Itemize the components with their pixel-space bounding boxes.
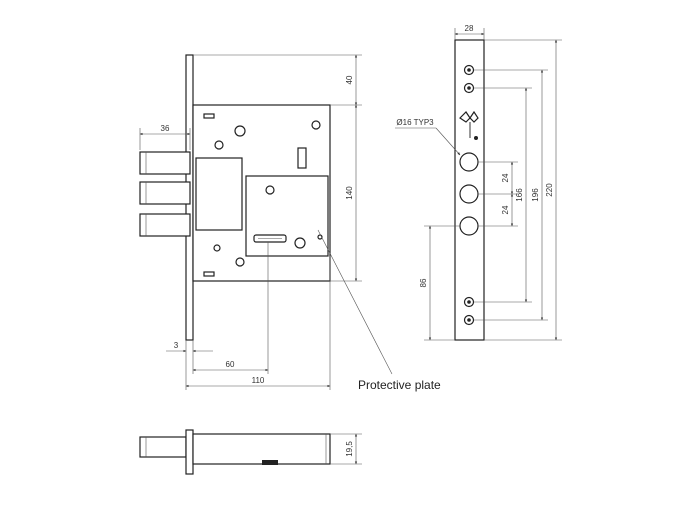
- bolt-2: [139, 181, 191, 205]
- hole: [265, 185, 275, 195]
- dim-28: 28: [465, 24, 474, 33]
- vertical-slot: [297, 147, 307, 169]
- dim-36: 36: [161, 124, 170, 133]
- protective-plate-label: Protective plate: [358, 378, 441, 392]
- dim-24-b: 24: [501, 205, 510, 214]
- dim-86: 86: [419, 278, 428, 287]
- dim-140: 140: [345, 186, 354, 200]
- logo-mark: [459, 110, 479, 140]
- dim-19-5: 19,5: [345, 441, 354, 457]
- front-dimensions: 36 40 140 3 60 110 Protective plate: [139, 54, 441, 392]
- dim-220: 220: [545, 183, 554, 197]
- bolt-hole-2: [459, 184, 479, 204]
- dim-196: 196: [531, 188, 540, 202]
- bolt-3: [139, 213, 191, 237]
- faceplate-top: [185, 429, 194, 475]
- bolt-top: [139, 436, 187, 458]
- dim-60: 60: [226, 360, 235, 369]
- hole: [311, 120, 321, 130]
- dim-3: 3: [174, 341, 179, 350]
- protective-plate: [245, 175, 329, 257]
- bolt-hole-3: [459, 216, 479, 236]
- dim-166: 166: [515, 188, 524, 202]
- protective-plate-leader: [317, 229, 393, 375]
- case-top: [192, 433, 331, 465]
- lock-top-view: 19,5: [139, 429, 362, 475]
- dim-40: 40: [345, 75, 354, 84]
- hole: [214, 140, 224, 150]
- faceplate-side-view: [454, 39, 485, 341]
- hole: [235, 257, 245, 267]
- dim-110: 110: [252, 376, 265, 385]
- bolt-hole-1: [459, 152, 479, 172]
- dim-24-a: 24: [501, 173, 510, 182]
- dim-diameter: Ø16 TYP3: [396, 118, 434, 127]
- bolt-carrier: [195, 157, 243, 231]
- bolt-1: [139, 151, 191, 175]
- hole: [294, 237, 306, 249]
- keyhole-top: [262, 460, 278, 465]
- side-dimensions: 28 Ø16 TYP3 24 24 166 196 220 86: [395, 24, 562, 341]
- hole: [213, 244, 221, 252]
- lock-front-view: [139, 54, 331, 341]
- hole: [234, 125, 246, 137]
- slot-bottom: [203, 271, 215, 277]
- slot-top: [203, 113, 215, 119]
